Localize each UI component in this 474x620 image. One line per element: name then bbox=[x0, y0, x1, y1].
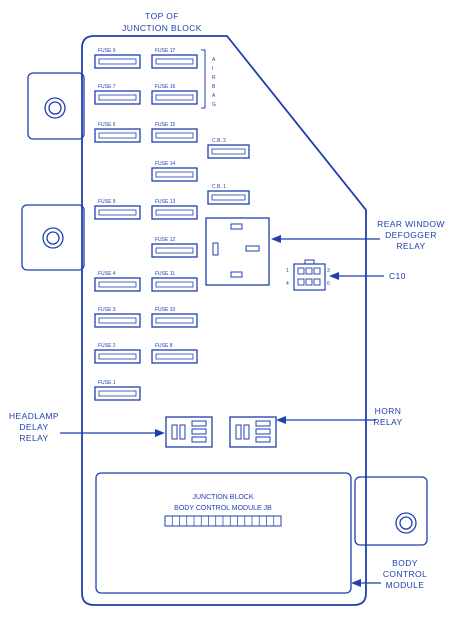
fuse-6-slot bbox=[94, 128, 141, 143]
fuse-14-label: FUSE 14 bbox=[155, 161, 176, 167]
airbag-letter-b: B bbox=[212, 84, 216, 90]
mounting-ear-top-left bbox=[27, 72, 85, 140]
fuse-9-slot bbox=[94, 54, 141, 69]
fuse-4-label: FUSE 4 bbox=[98, 271, 116, 277]
cb2-slot bbox=[207, 144, 250, 159]
headlamp-callout-1: HEADLAMP bbox=[9, 411, 59, 421]
c10-arrow bbox=[329, 272, 384, 280]
fuse-8-slot bbox=[151, 349, 198, 364]
fuse-10-slot bbox=[151, 313, 198, 328]
body-control-module bbox=[95, 472, 352, 594]
rear-window-callout-2: DEFOGGER bbox=[385, 230, 437, 240]
cb1-label: C.B. 1 bbox=[212, 184, 226, 190]
c10-pin-3: 3 bbox=[327, 268, 330, 274]
bcm-callout-2: CONTROL bbox=[383, 569, 427, 579]
horn-relay bbox=[229, 416, 277, 448]
fuse-13-label: FUSE 13 bbox=[155, 199, 176, 205]
fuse-3-label: FUSE 3 bbox=[98, 307, 116, 313]
module-line-2: BODY CONTROL MODULE JB bbox=[174, 505, 272, 512]
horn-arrow bbox=[276, 416, 376, 424]
fuse-14-slot bbox=[151, 167, 198, 182]
fuse-12-label: FUSE 12 bbox=[155, 237, 176, 243]
fuse-9-label: FUSE 9 bbox=[98, 48, 116, 54]
fuse-17-slot bbox=[151, 54, 198, 69]
rear-window-callout-3: RELAY bbox=[396, 241, 425, 251]
horn-callout-1: HORN bbox=[375, 406, 402, 416]
horn-callout-2: RELAY bbox=[373, 417, 402, 427]
fuse-17-label: FUSE 17 bbox=[155, 48, 176, 54]
headlamp-callout-3: RELAY bbox=[19, 433, 48, 443]
fuse-1-label: FUSE 1 bbox=[98, 380, 116, 386]
airbag-bracket bbox=[201, 49, 206, 109]
title-line-1: TOP OF bbox=[145, 11, 179, 21]
fuse-2-label: FUSE 2 bbox=[98, 343, 116, 349]
airbag-letter-g: G bbox=[212, 102, 216, 108]
c10-pin-4: 4 bbox=[286, 281, 289, 287]
airbag-letter-a1: A bbox=[212, 57, 216, 63]
fuse-12-slot bbox=[151, 243, 198, 258]
bcm-arrow bbox=[351, 579, 381, 587]
module-line-1: JUNCTION BLOCK bbox=[192, 494, 253, 501]
cb2-label: C.B. 2 bbox=[212, 138, 226, 144]
fuse-15-slot bbox=[151, 128, 198, 143]
fuse-16-slot bbox=[151, 90, 198, 105]
airbag-letter-i: I bbox=[212, 66, 213, 72]
rear-window-arrow bbox=[271, 235, 380, 243]
headlamp-delay-relay bbox=[165, 416, 213, 448]
fuse-16-label: FUSE 16 bbox=[155, 84, 176, 90]
fuse-5-label: FUSE 5 bbox=[98, 199, 116, 205]
fuse-11-label: FUSE 11 bbox=[155, 271, 175, 277]
fuse-8-label: FUSE 8 bbox=[155, 343, 173, 349]
c10-pin-1: 1 bbox=[286, 268, 289, 274]
junction-block-outline bbox=[81, 35, 367, 606]
fuse-7-slot bbox=[94, 90, 141, 105]
bcm-callout-1: BODY bbox=[392, 558, 418, 568]
fuse-11-slot bbox=[151, 277, 198, 292]
c10-callout: C10 bbox=[389, 271, 406, 281]
fuse-6-label: FUSE 6 bbox=[98, 122, 116, 128]
fuse-13-slot bbox=[151, 205, 198, 220]
headlamp-arrow bbox=[60, 429, 165, 437]
cb1-slot bbox=[207, 190, 250, 205]
title-line-2: JUNCTION BLOCK bbox=[122, 23, 202, 33]
c10-connector bbox=[293, 259, 326, 291]
airbag-letter-a2: A bbox=[212, 93, 216, 99]
headlamp-callout-2: DELAY bbox=[19, 422, 48, 432]
fuse-3-slot bbox=[94, 313, 141, 328]
bcm-callout-3: MODULE bbox=[386, 580, 425, 590]
c10-pin-6: 6 bbox=[327, 281, 330, 287]
rear-window-callout-1: REAR WINDOW bbox=[377, 219, 445, 229]
fuse-7-label: FUSE 7 bbox=[98, 84, 116, 90]
fuse-2-slot bbox=[94, 349, 141, 364]
fuse-15-label: FUSE 15 bbox=[155, 122, 176, 128]
fuse-4-slot bbox=[94, 277, 141, 292]
fuse-1-slot bbox=[94, 386, 141, 401]
fuse-10-label: FUSE 10 bbox=[155, 307, 176, 313]
mounting-ear-mid-left bbox=[21, 204, 85, 271]
rear-window-defogger-relay bbox=[205, 217, 270, 286]
mounting-ear-bottom-right bbox=[354, 476, 428, 546]
bcm-connector-pin-strip bbox=[164, 515, 282, 527]
fuse-5-slot bbox=[94, 205, 141, 220]
airbag-letter-r: R bbox=[212, 75, 216, 81]
